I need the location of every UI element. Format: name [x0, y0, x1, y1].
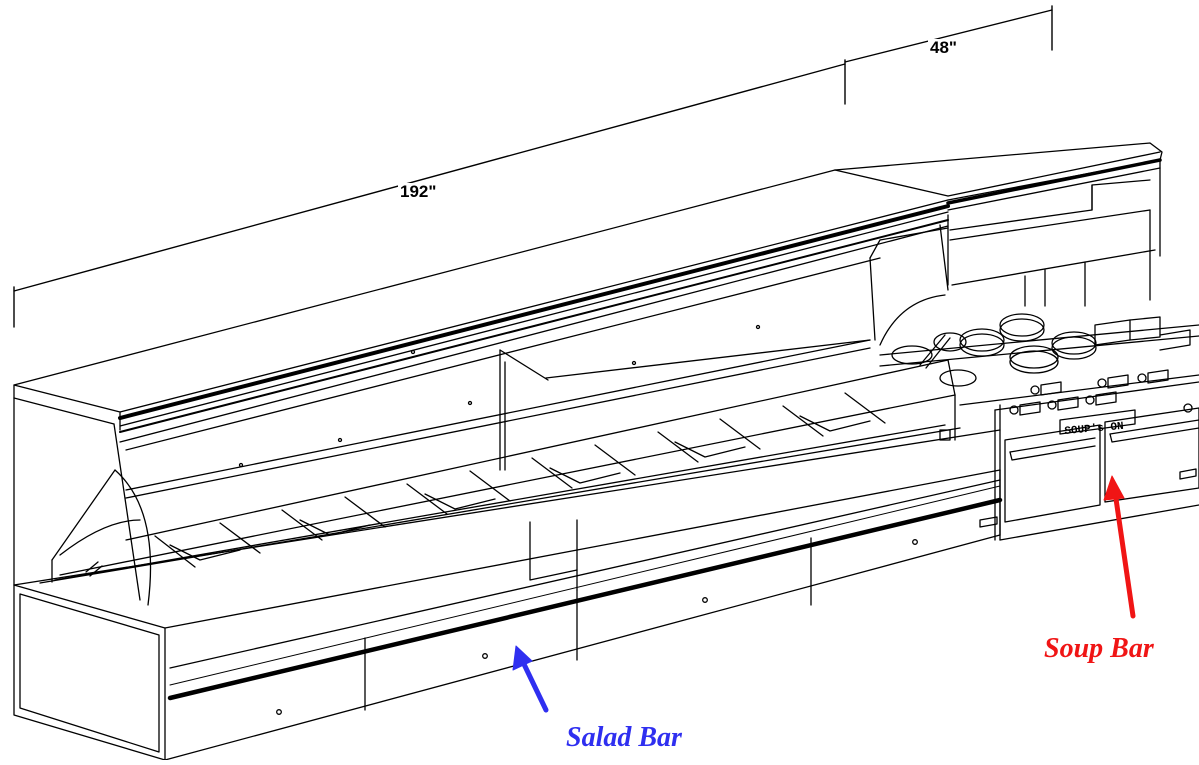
soup-base	[959, 369, 1199, 541]
salad-bar-label: Salad Bar	[566, 722, 682, 753]
soup-canopy	[834, 142, 1163, 307]
salad-left-end	[13, 397, 152, 606]
dimension-192: 192"	[398, 182, 439, 201]
soup-bar-label: Soup Bar	[1044, 633, 1154, 664]
dimension-48: 48"	[928, 38, 959, 57]
dimension-lines	[13, 5, 1053, 328]
salad-bar-base	[13, 424, 1003, 761]
soup-wells	[879, 294, 1199, 387]
salad-canopy	[13, 169, 950, 499]
salad-pans	[59, 359, 956, 581]
soup-arrow	[1103, 475, 1136, 619]
salad-arrow	[512, 645, 549, 713]
